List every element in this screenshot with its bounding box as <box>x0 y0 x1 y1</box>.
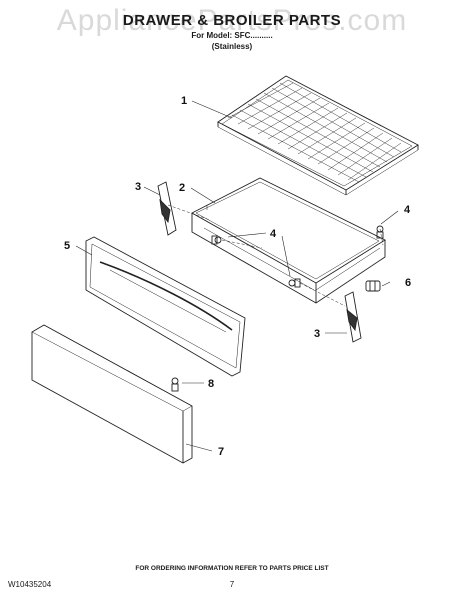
model-line: For Model: SFC.......... <box>191 31 273 40</box>
finish-label: (Stainless) <box>211 42 253 51</box>
callout-8: 8 <box>208 378 214 390</box>
callout-3-lower: 3 <box>314 328 320 340</box>
watermark: AppliancePartsPros.com <box>56 4 408 37</box>
callout-2: 2 <box>179 182 185 194</box>
clip-part <box>365 280 381 292</box>
callout-6: 6 <box>405 277 411 289</box>
drawer-slide-right <box>344 291 362 343</box>
screw-front <box>171 377 179 392</box>
screw-left <box>211 235 222 245</box>
page-title: DRAWER & BROILER PARTS <box>122 12 342 29</box>
callout-7: 7 <box>218 446 224 458</box>
callout-4-center: 4 <box>270 228 277 240</box>
callout-1: 1 <box>181 95 187 107</box>
drawer-pan <box>191 177 386 304</box>
drawer-slide-left <box>157 181 177 236</box>
oven-rack <box>217 75 419 196</box>
drawer-outer-front <box>31 324 193 464</box>
callout-4-right: 4 <box>404 204 411 216</box>
callout-3-upper: 3 <box>135 181 141 193</box>
ordering-note: FOR ORDERING INFORMATION REFER TO PARTS … <box>135 565 329 572</box>
screw-center <box>288 278 301 288</box>
screw-right <box>376 225 384 239</box>
document-number: W10435204 <box>8 580 52 589</box>
page-number: 7 <box>229 580 235 589</box>
assembly-lines <box>167 204 384 307</box>
callout-5: 5 <box>64 240 70 252</box>
drawer-front-panel <box>85 236 246 377</box>
leader-lines <box>75 100 399 452</box>
